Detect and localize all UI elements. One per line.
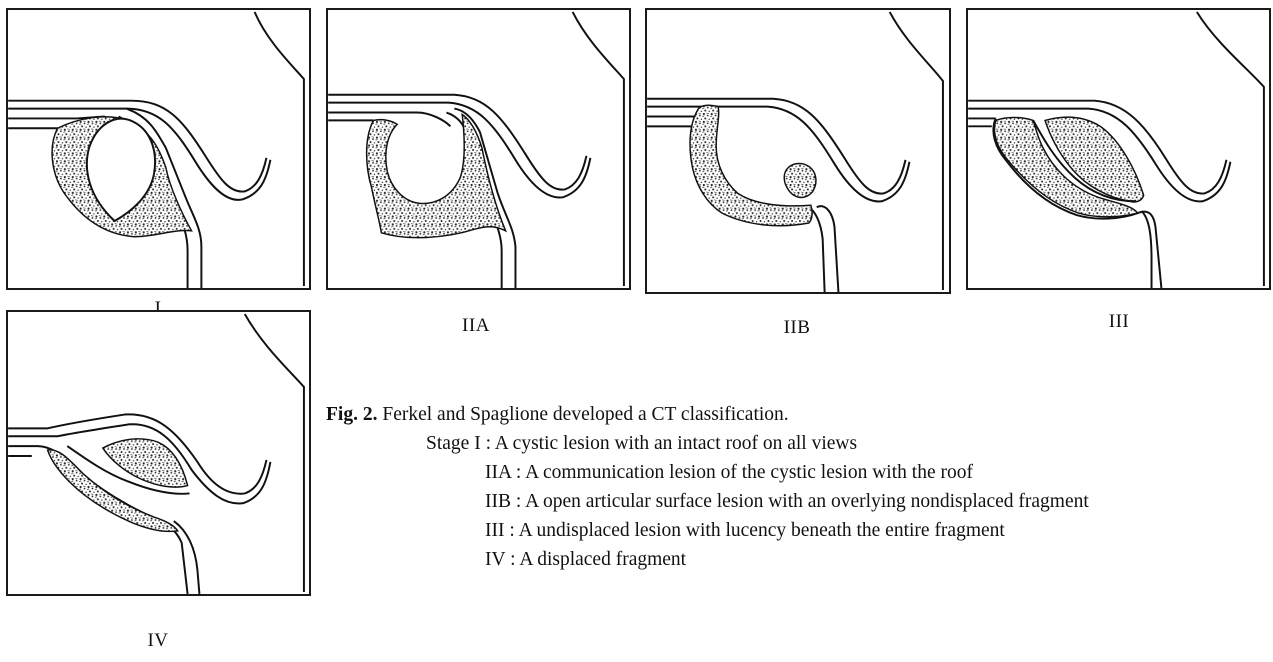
panel-label-iii: III xyxy=(1079,311,1159,333)
figure-number: Fig. 2. xyxy=(326,404,377,425)
stage-iv-illustration xyxy=(8,312,309,594)
stage-i-illustration xyxy=(8,10,309,288)
panel-label-iib: IIB xyxy=(757,317,837,339)
panel-stage-iib xyxy=(645,8,951,294)
caption-line-stage-iib: IIB : A open articular surface lesion wi… xyxy=(326,487,1266,516)
panel-stage-iii xyxy=(966,8,1271,290)
caption-heading: Fig. 2. Ferkel and Spaglione developed a… xyxy=(326,400,1266,429)
panel-label-iia: IIA xyxy=(436,315,516,337)
figure-caption: Fig. 2. Ferkel and Spaglione developed a… xyxy=(326,400,1266,574)
caption-line-stage-iia: IIA : A communication lesion of the cyst… xyxy=(326,458,1266,487)
stage-iii-illustration xyxy=(968,10,1269,288)
panel-stage-i xyxy=(6,8,311,290)
caption-line-stage-i: Stage I : A cystic lesion with an intact… xyxy=(326,429,1266,458)
panel-stage-iia xyxy=(326,8,631,290)
stage-iia-illustration xyxy=(328,10,629,288)
panel-label-iv: IV xyxy=(118,630,198,652)
panel-stage-iv xyxy=(6,310,311,596)
caption-title: Ferkel and Spaglione developed a CT clas… xyxy=(382,404,788,425)
caption-line-stage-iv: IV : A displaced fragment xyxy=(326,545,1266,574)
caption-line-stage-iii: III : A undisplaced lesion with lucency … xyxy=(326,516,1266,545)
stage-iib-illustration xyxy=(647,10,949,292)
